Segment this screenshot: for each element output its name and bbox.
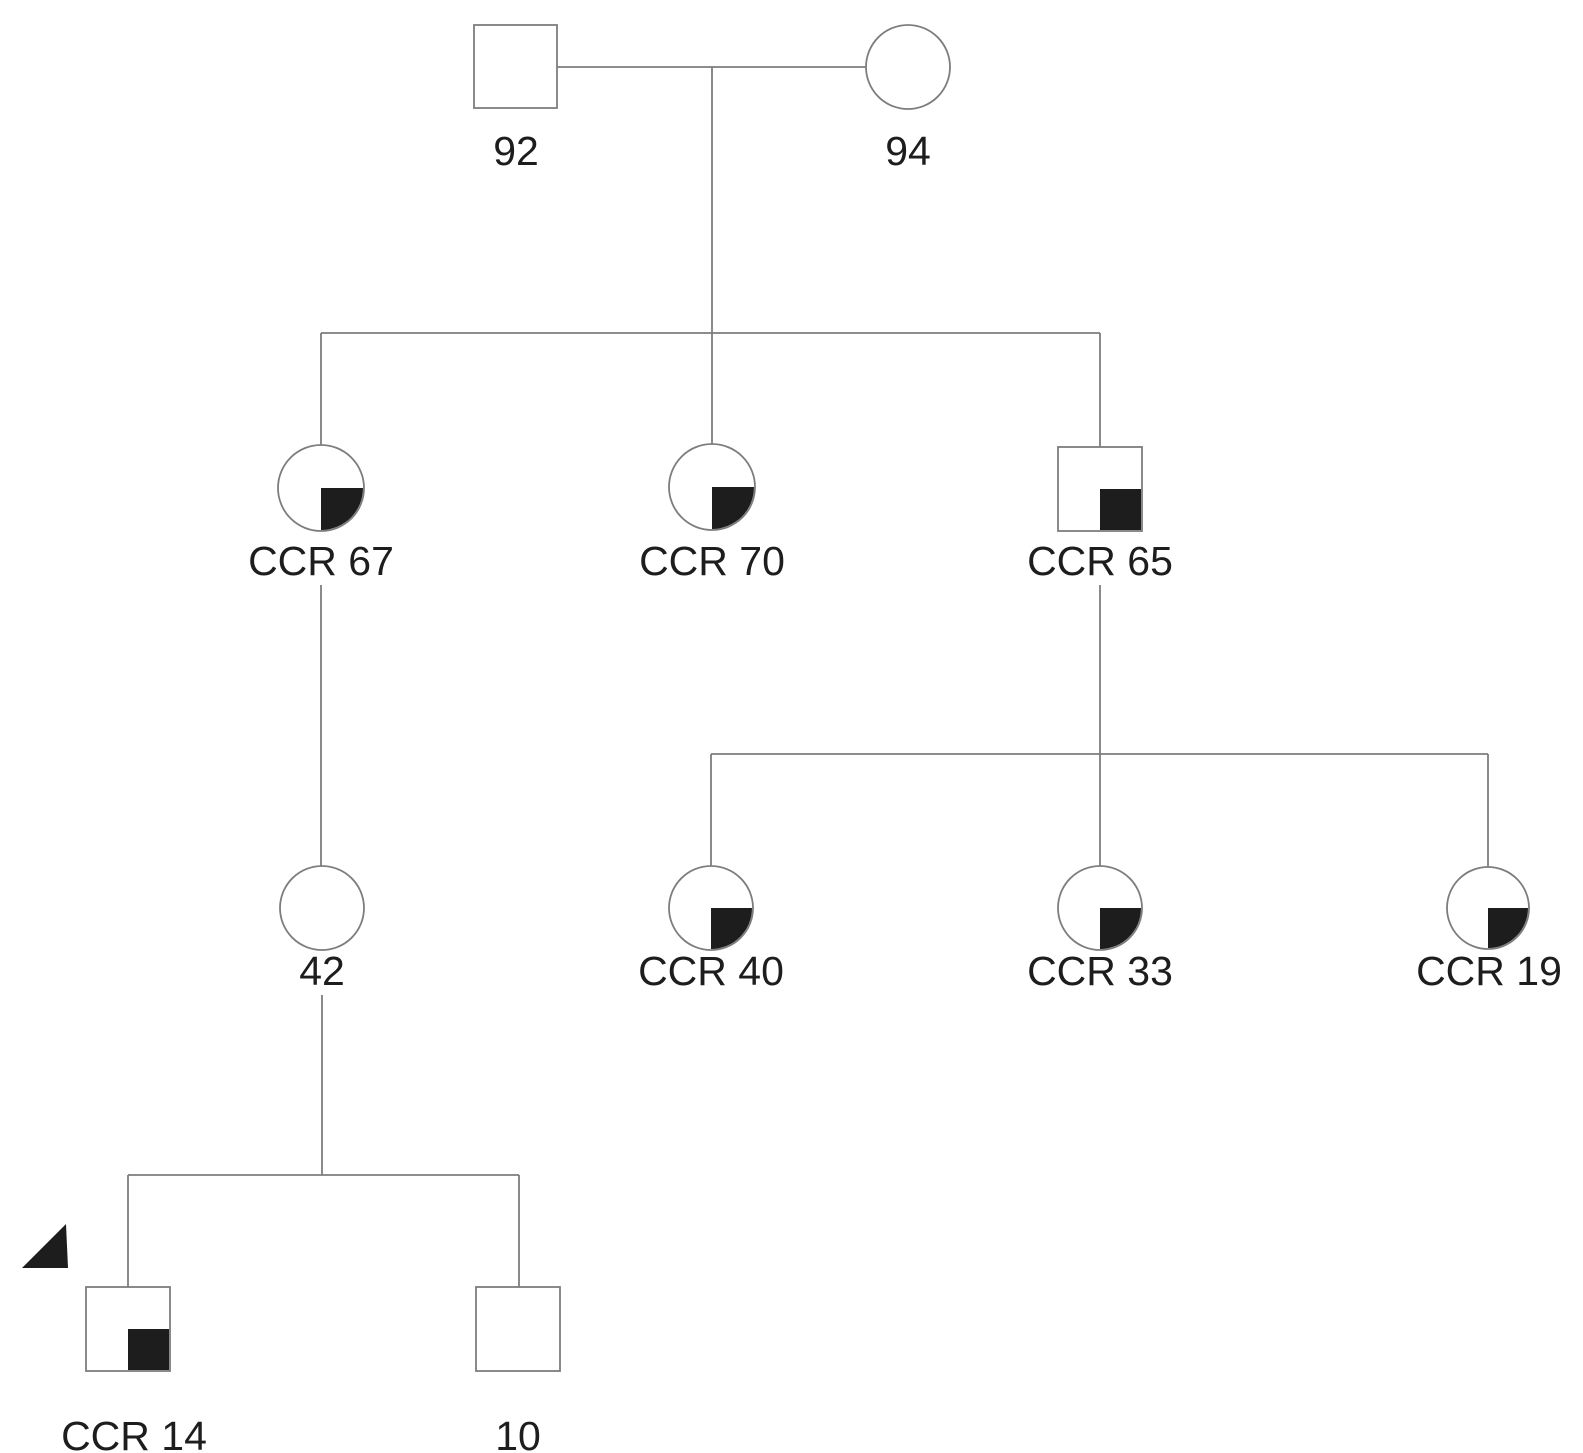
individual-II-3: CCR 65	[1027, 446, 1173, 584]
individual-II-2: CCR 70	[639, 443, 785, 584]
affected-quadrant	[1100, 489, 1141, 530]
individual-IV-2: 10	[475, 1286, 561, 1453]
female-circle-symbol	[279, 865, 365, 951]
male-square-symbol	[475, 1286, 561, 1372]
individual-IV-1: CCR 14	[22, 1224, 207, 1453]
affected-quadrant	[711, 908, 752, 949]
person-label: 92	[493, 128, 539, 174]
person-label: CCR 65	[1027, 538, 1173, 584]
person-label: 94	[885, 128, 931, 174]
person-label: 42	[299, 948, 345, 994]
individual-I-1: 92	[473, 24, 558, 174]
individual-III-1: 42	[279, 865, 365, 994]
person-label: CCR 40	[638, 948, 784, 994]
person-label: 10	[495, 1413, 541, 1453]
affected-quadrant	[712, 487, 754, 529]
affected-quadrant	[1488, 908, 1528, 948]
female-circle-symbol	[865, 24, 951, 110]
proband-arrow-icon	[22, 1224, 68, 1268]
individual-III-3: CCR 33	[1027, 865, 1173, 994]
individual-I-2: 94	[865, 24, 951, 174]
person-label: CCR 70	[639, 538, 785, 584]
pedigree-lines	[127, 66, 1489, 1287]
affected-quadrant	[1100, 908, 1141, 949]
individual-II-1: CCR 67	[248, 444, 394, 584]
male-square-symbol	[473, 24, 558, 109]
affected-quadrant	[321, 488, 363, 530]
person-label: CCR 14	[61, 1413, 207, 1453]
individual-III-4: CCR 19	[1416, 866, 1562, 994]
affected-quadrant	[128, 1329, 169, 1370]
individual-III-2: CCR 40	[638, 865, 784, 994]
person-label: CCR 67	[248, 538, 394, 584]
person-label: CCR 19	[1416, 948, 1562, 994]
person-label: CCR 33	[1027, 948, 1173, 994]
